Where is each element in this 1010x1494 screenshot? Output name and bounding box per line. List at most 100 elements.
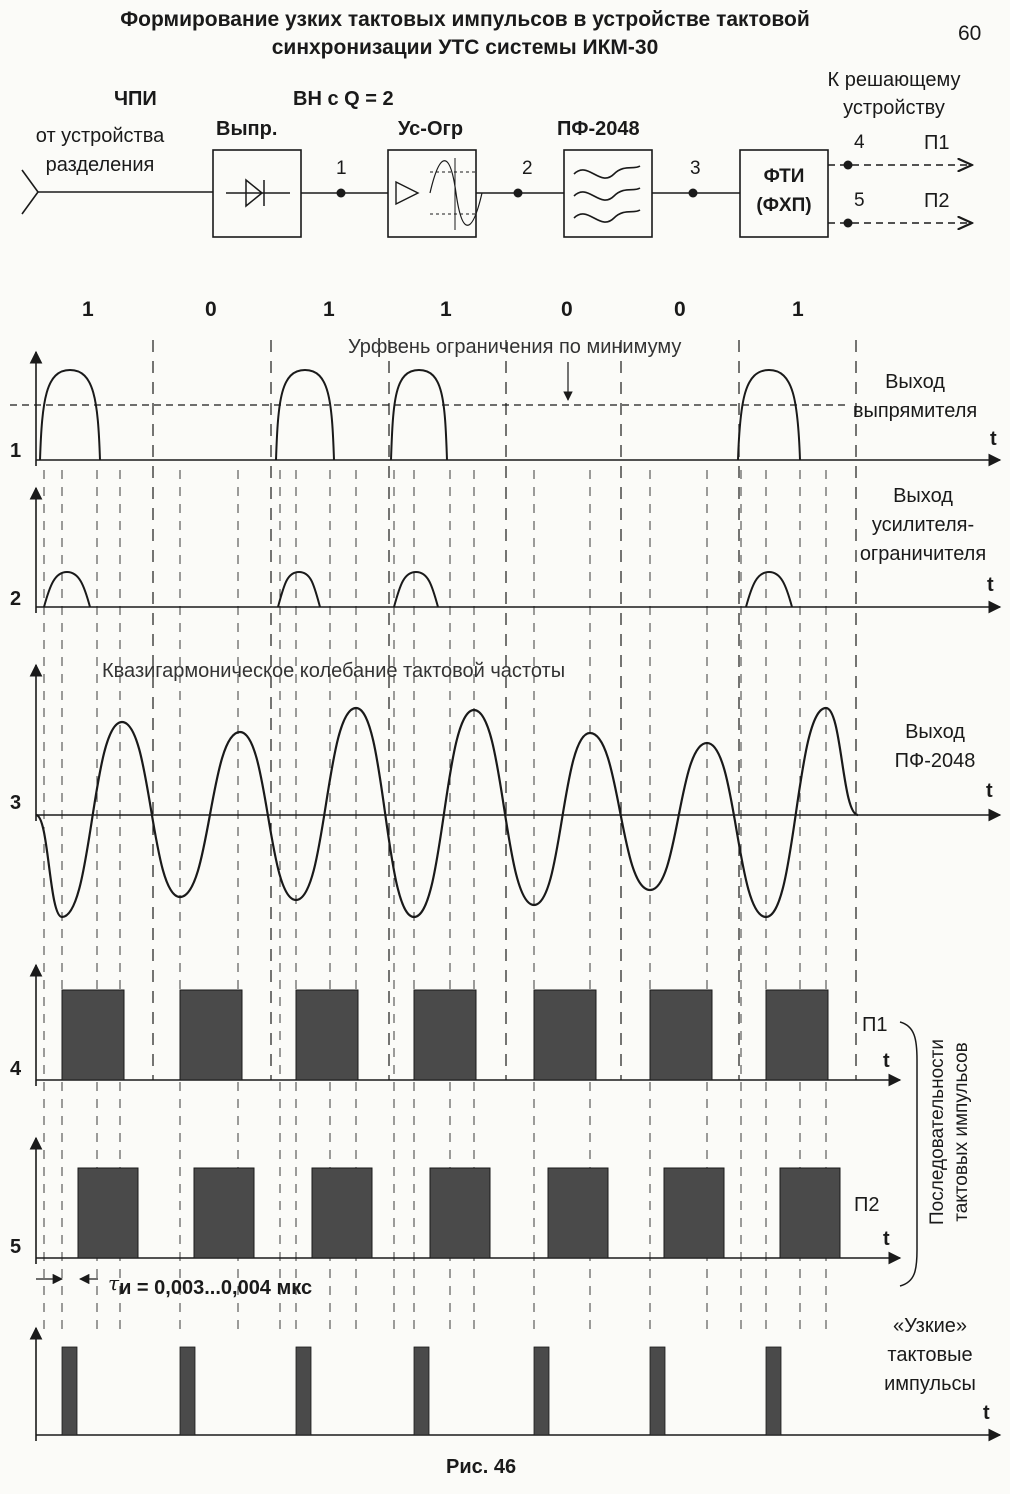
rectifier-output-label: Выход выпрямителя [820,368,1010,426]
bit-label: 1 [792,298,804,321]
figure-title: Формирование узких тактовых импульсов в … [40,6,890,62]
amplifier-block [387,149,477,238]
quasi-harmonic-wave [35,706,859,919]
time-axis-label: t [883,1050,890,1072]
point-4-label: 4 [854,132,865,153]
point-3-label: 3 [690,158,701,179]
narrow-pulse [179,1346,196,1436]
p1-pulse [179,989,243,1081]
bit-label: 0 [561,298,573,321]
bit-label: 0 [674,298,686,321]
rectifier-label: Выпр. [216,118,278,140]
input-source-label: от устройства разделения [8,122,192,180]
pulse-width-text: и = 0,003...0,004 мкс [119,1277,313,1299]
p1-pulse [765,989,829,1081]
rectified-halfwave [39,368,101,461]
clip-level-label: Урфвень ограничения по минимуму [348,336,682,358]
amplifier-limiter-icon [395,158,483,230]
input-source-line-2: разделения [45,154,155,176]
rectifier-output-line-2: выпрямителя [852,400,978,422]
narrow-pulse [649,1346,666,1436]
title-line-2: синхронизации УТС системы ИКМ-30 [271,36,659,59]
quasi-harmonic-label: Квазигармоническое колебание тактовой ча… [102,660,566,682]
rectified-halfwave [737,368,801,461]
figure-caption: Рис. 46 [446,1456,517,1478]
narrow-pulse [533,1346,550,1436]
p2-pulse [429,1167,491,1259]
output-destination-line-2: устройству [843,97,945,119]
amplifier-output-line-2: усилителя- [871,514,975,536]
filter-output-label: Выход ПФ-2048 [860,718,1010,776]
p1-pulse [61,989,125,1081]
rectified-halfwave [275,368,335,461]
filter-output-line-1: Выход [905,721,965,743]
narrow-pulses-line-2: тактовые [887,1344,973,1366]
input-source-line-1: от устройства [35,125,165,147]
sequence-p1-label: П1 [862,1014,888,1036]
junction-dot-2 [513,188,523,198]
sequence-p2-label: П2 [854,1194,880,1216]
row-number-2: 2 [10,588,22,610]
pulse-trains [61,989,841,1436]
time-axis-label: t [990,428,997,450]
junction-dot-3 [688,188,698,198]
narrow-pulses-line-1: «Узкие» [892,1315,968,1337]
narrow-pulse [413,1346,430,1436]
point-2-label: 2 [522,158,533,179]
row-number-1: 1 [10,440,22,462]
row-number-4: 4 [10,1058,22,1080]
page-number: 60 [958,22,982,45]
bit-label: 0 [205,298,217,321]
amplifier-label: Ус-Огр [398,118,464,140]
sequences-bracket [899,1021,918,1287]
p1-pulse [295,989,359,1081]
amplifier-output-label: Выход усилителя- ограничителя [838,482,1008,569]
bit-label: 1 [82,298,94,321]
narrow-pulse [295,1346,312,1436]
pulse-width-label: τи = 0,003...0,004 мкс [108,1271,312,1300]
p1-pulse [649,989,713,1081]
p2-pulse [311,1167,373,1259]
sequences-label: Последовательности тактовых импульсов [926,994,974,1270]
p2-pulse [779,1167,841,1259]
limited-hump [43,570,91,608]
time-axis-label: t [883,1228,890,1250]
point-5-label: 5 [854,190,865,211]
limited-hump [745,570,793,608]
limited-hump [393,570,439,608]
waveforms [35,368,859,919]
bit-label: 1 [323,298,335,321]
p1-pulse [413,989,477,1081]
p2-pulse [663,1167,725,1259]
limited-hump [277,570,321,608]
output-destination-line-1: К решающему [827,69,961,91]
vn-label: ВН с Q = 2 [293,88,394,110]
p2-pulse [77,1167,139,1259]
row-number-3: 3 [10,792,22,814]
diode-icon [226,178,290,208]
bit-label: 1 [440,298,452,321]
amplifier-output-line-3: ограничителя [859,543,987,565]
fti-block [739,149,829,238]
sequences-label-line-1: Последовательности [927,1039,948,1225]
fti-label-line-1: ФТИ [763,166,805,187]
filter-label: ПФ-2048 [557,118,640,140]
time-axis-label: t [987,574,994,596]
bandpass-filter-icon [573,165,641,223]
point-1-label: 1 [336,158,347,179]
narrow-pulses-label: «Узкие» тактовые импульсы [850,1312,1010,1399]
p2-pulse [547,1167,609,1259]
junction-dot-4 [843,160,853,170]
title-line-1: Формирование узких тактовых импульсов в … [120,8,810,31]
narrow-pulse [765,1346,782,1436]
p1-pulse [533,989,597,1081]
tau-symbol: τ [108,1271,120,1295]
output-destination-label: К решающему устройству [800,66,988,122]
fti-label: ФТИ (ФХП) [740,162,828,220]
p2-pulse [193,1167,255,1259]
output-p2-label: П2 [924,190,950,212]
input-code-label: ЧПИ [114,88,157,110]
time-axis-label: t [983,1402,990,1424]
narrow-pulses-line-3: импульсы [884,1373,976,1395]
